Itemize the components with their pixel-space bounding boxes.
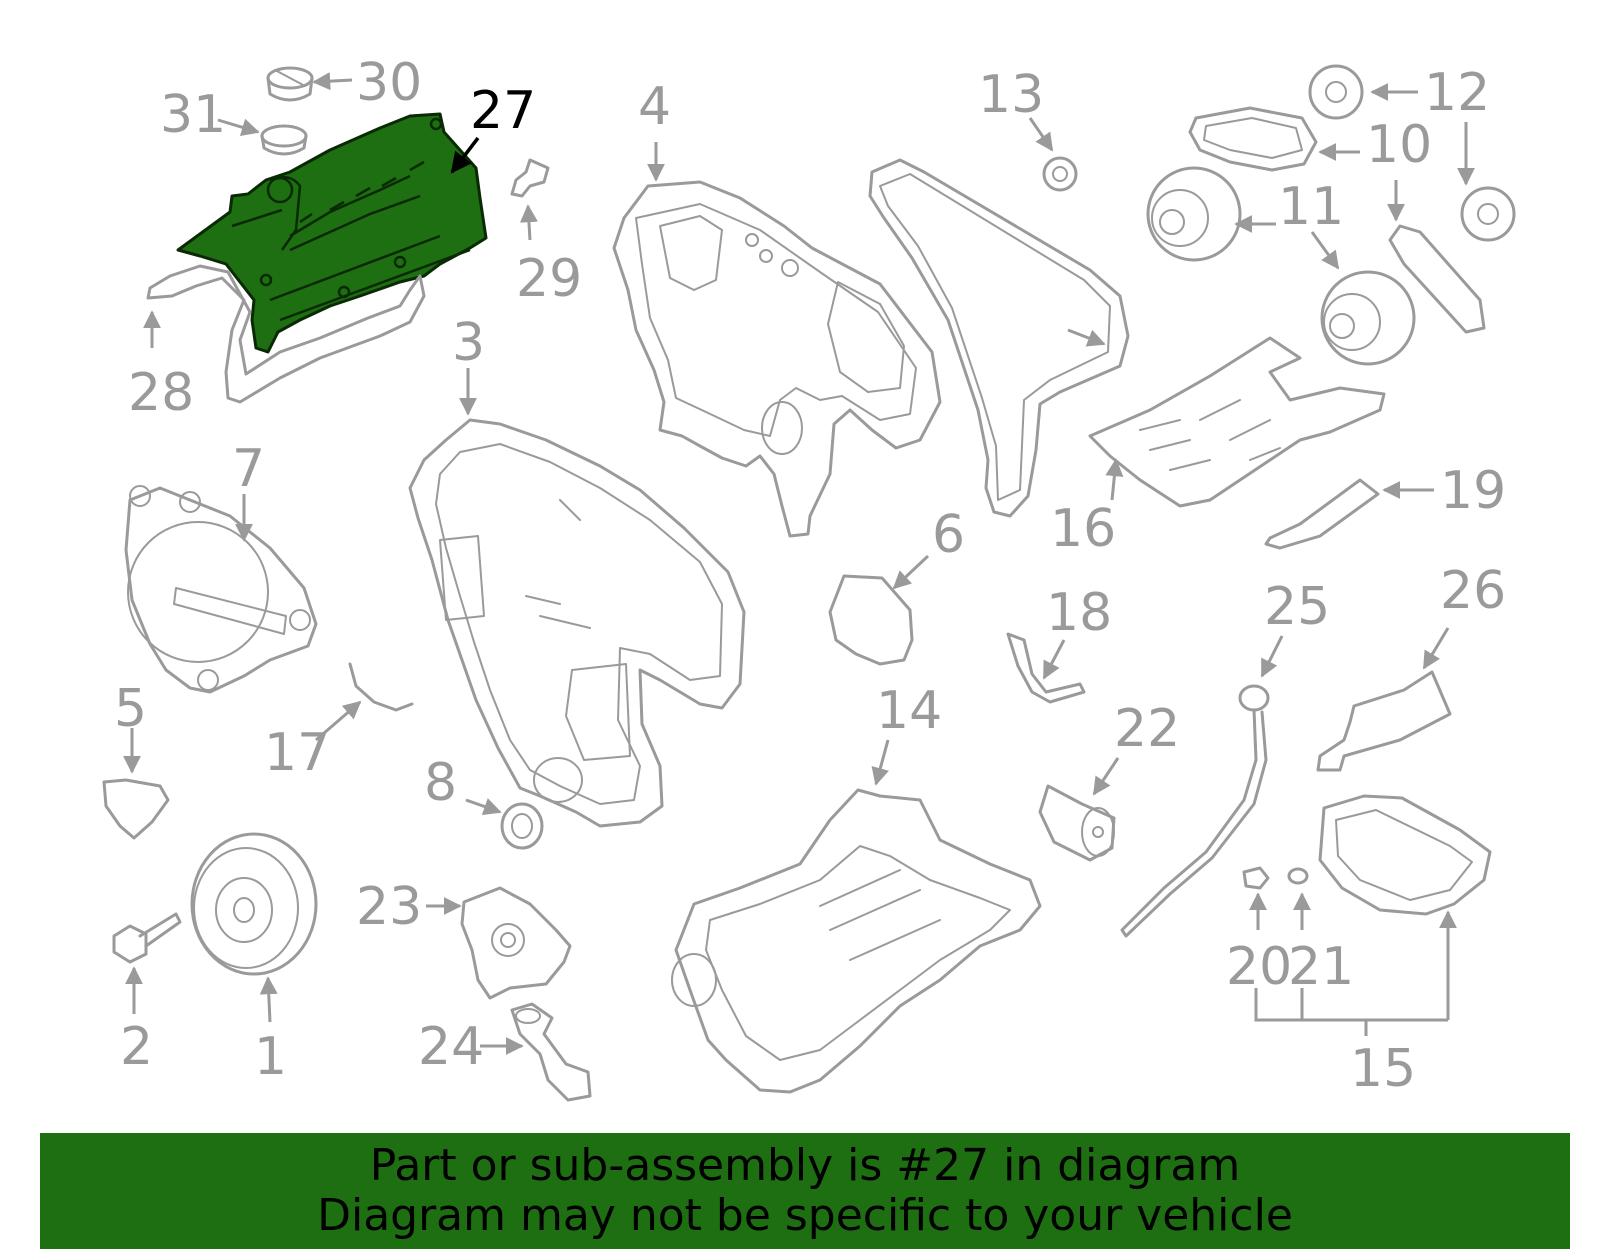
label-10: 10	[1366, 115, 1432, 175]
label-14: 14	[876, 681, 942, 741]
part-15-oil-pan-lower	[1318, 794, 1492, 916]
info-banner: Part or sub-assembly is #27 in diagram D…	[40, 1133, 1570, 1249]
label-8: 8	[424, 753, 457, 813]
label-25: 25	[1264, 577, 1330, 637]
label-21: 21	[1288, 937, 1354, 997]
label-1: 1	[254, 1027, 287, 1087]
label-5: 5	[114, 679, 147, 739]
part-4-timing-cover	[612, 180, 942, 538]
timing-chain	[868, 158, 1130, 518]
part-29-sensor	[510, 158, 550, 198]
part-16-baffle-plate	[1088, 336, 1386, 508]
label-12: 12	[1424, 63, 1490, 123]
part-19-strainer-tube	[1264, 478, 1380, 550]
label-18: 18	[1046, 583, 1112, 643]
part-23-oil-pump	[460, 886, 572, 1000]
part-18-seal	[1006, 632, 1086, 704]
label-27: 27	[470, 81, 536, 141]
part-3-front-cover	[408, 418, 746, 828]
label-2: 2	[120, 1017, 153, 1077]
banner-line-1: Part or sub-assembly is #27 in diagram	[369, 1140, 1241, 1191]
part-30-oil-filler-cap	[266, 66, 314, 102]
label-31: 31	[160, 85, 226, 145]
part-6-gasket	[828, 574, 914, 666]
part-1-crank-pulley	[190, 832, 318, 976]
label-20: 20	[1226, 937, 1292, 997]
label-13: 13	[978, 65, 1044, 125]
label-16: 16	[1050, 499, 1116, 559]
part-2-crank-bolt	[112, 912, 182, 964]
part-25-dipstick	[1120, 684, 1270, 938]
part-12-cam-sprocket	[1308, 64, 1516, 242]
label-22: 22	[1114, 699, 1180, 759]
part-10-chain-guide	[1188, 106, 1318, 172]
part-14-oil-pan-upper	[671, 788, 1042, 1094]
label-6: 6	[932, 505, 965, 565]
banner-line-2: Diagram may not be specific to your vehi…	[317, 1190, 1293, 1241]
label-24: 24	[418, 1017, 484, 1077]
part-17-seal-strip	[348, 662, 414, 712]
part-24-oil-strainer	[510, 1002, 592, 1102]
part-8-front-seal	[500, 802, 544, 850]
label-26: 26	[1440, 561, 1506, 621]
label-19: 19	[1440, 461, 1506, 521]
label-17: 17	[264, 723, 330, 783]
label-15: 15	[1350, 1039, 1416, 1099]
part-26-bracket	[1316, 670, 1452, 772]
part-5-gasket	[102, 778, 170, 840]
part-28-valve-cover-gasket	[146, 264, 426, 404]
label-29: 29	[516, 249, 582, 309]
label-30: 30	[356, 53, 422, 113]
label-4: 4	[638, 77, 671, 137]
part-27-valve-cover-highlighted	[176, 112, 488, 354]
label-3: 3	[452, 313, 485, 373]
part-13-sprocket	[1042, 156, 1078, 192]
label-28: 28	[128, 363, 194, 423]
part-20-drain-plug	[1242, 866, 1270, 890]
part-11-vvt-sprocket	[1146, 166, 1416, 366]
label-7: 7	[232, 439, 265, 499]
part-31-seal	[260, 124, 308, 156]
part-22-oil-filter	[1038, 784, 1116, 862]
label-23: 23	[356, 877, 422, 937]
label-11: 11	[1278, 177, 1344, 237]
part-7-water-pump	[124, 485, 318, 694]
part-21-washer	[1287, 867, 1309, 885]
